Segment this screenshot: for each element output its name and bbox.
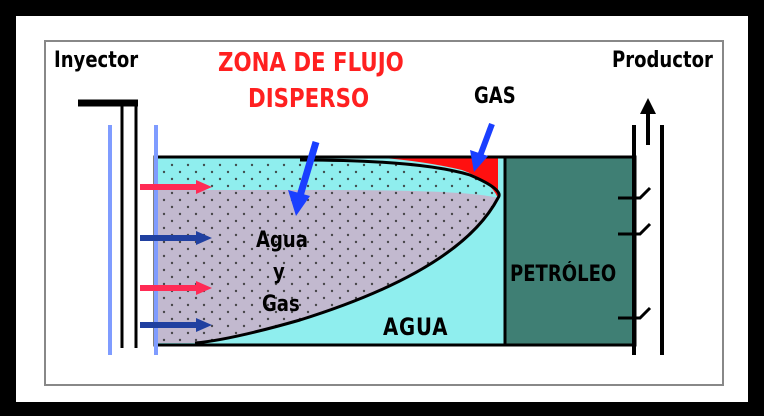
gas-pointer-arrow-icon <box>470 122 495 172</box>
injection-water-arrow-1 <box>140 231 212 245</box>
water-gas-label-line1: Agua <box>256 228 308 253</box>
oil-label: PETRÓLEO <box>510 262 617 287</box>
injection-gas-arrow-2 <box>140 281 212 295</box>
oil-region <box>505 157 635 345</box>
displacement-front <box>194 158 501 345</box>
injection-gas-arrow-1 <box>140 180 212 194</box>
dispersed-zone-title-line1: ZONA DE FLUJO <box>218 48 404 78</box>
injection-water-arrow-2 <box>140 318 212 332</box>
gas-cap <box>368 157 498 198</box>
perforation-marks <box>618 186 652 320</box>
injector-label: Inyector <box>54 48 139 73</box>
water-gas-label-line3: Gas <box>262 292 300 317</box>
arrow-pointer-icon <box>288 141 320 216</box>
gas-label: GAS <box>474 84 516 109</box>
producer-label: Productor <box>612 48 713 73</box>
dispersed-zone-title-line2: DISPERSO <box>248 84 370 114</box>
arrow-up-icon <box>640 98 656 145</box>
dispersed-zone-dots <box>155 160 500 343</box>
water-gas-label-line2: y <box>273 260 285 285</box>
water-label: AGUA <box>383 313 449 341</box>
